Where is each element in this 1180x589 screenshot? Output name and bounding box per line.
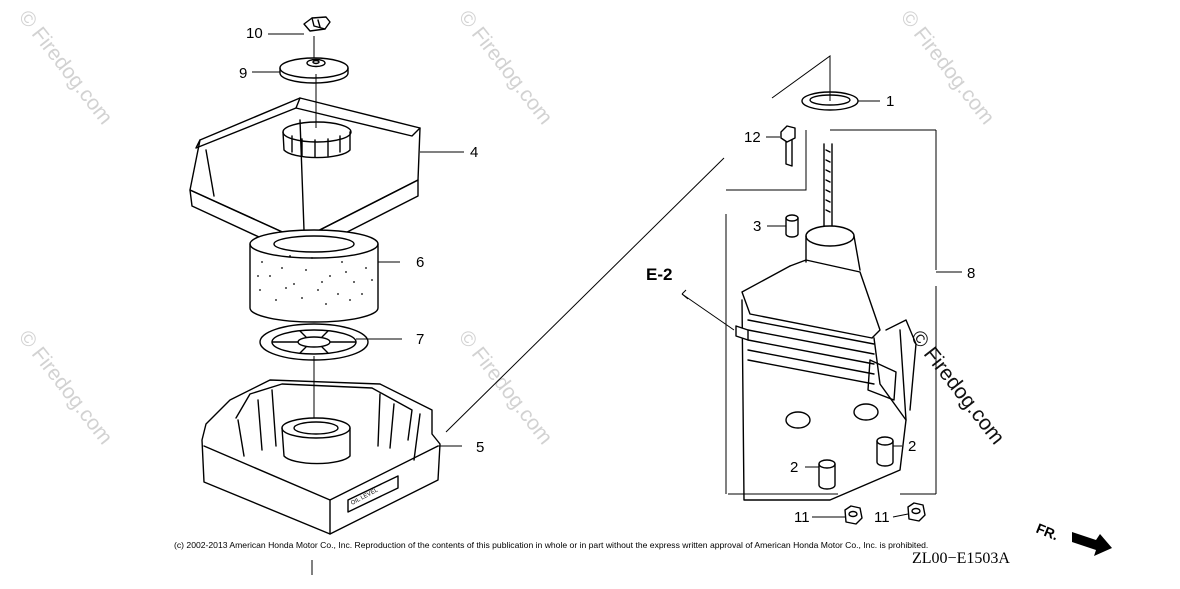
case-part-5 [201,379,441,535]
callout-5: 5 [476,439,485,456]
collar-part-2 [876,436,894,467]
callout-1: 1 [886,93,895,110]
filter-part-6 [249,229,379,323]
copyright-notice: (c) 2002-2013 American Honda Motor Co., … [174,540,929,550]
callout-12: 12 [744,129,761,146]
bolt-part-12 [780,125,796,167]
callout-11: 11 [794,509,810,526]
callout-3: 3 [753,218,762,235]
callout-10: 10 [246,25,263,42]
callout-4: 4 [470,144,479,161]
clip-part-10 [303,16,331,32]
callout-11: 11 [874,509,890,526]
callout-2: 2 [908,438,917,455]
grid-part-7 [259,323,369,361]
assembly-bracket [725,129,962,495]
cover-part-4 [189,97,421,257]
seal-part-9 [279,57,349,84]
callout-2: 2 [790,459,799,476]
collar-part-3 [785,214,799,238]
callout-8: 8 [967,265,976,282]
leader-lines [252,33,909,575]
callout-7: 7 [416,331,425,348]
collar-part-2 [818,459,836,490]
callout-6: 6 [416,254,425,271]
part-code: ZL00−E1503A [912,550,1010,567]
nut-part-11 [844,505,863,525]
reference-label: E-2 [646,265,673,284]
nut-part-11 [907,502,926,522]
callout-9: 9 [239,65,248,82]
front-arrow-icon [1072,532,1112,556]
elbow-part-8 [735,143,917,501]
